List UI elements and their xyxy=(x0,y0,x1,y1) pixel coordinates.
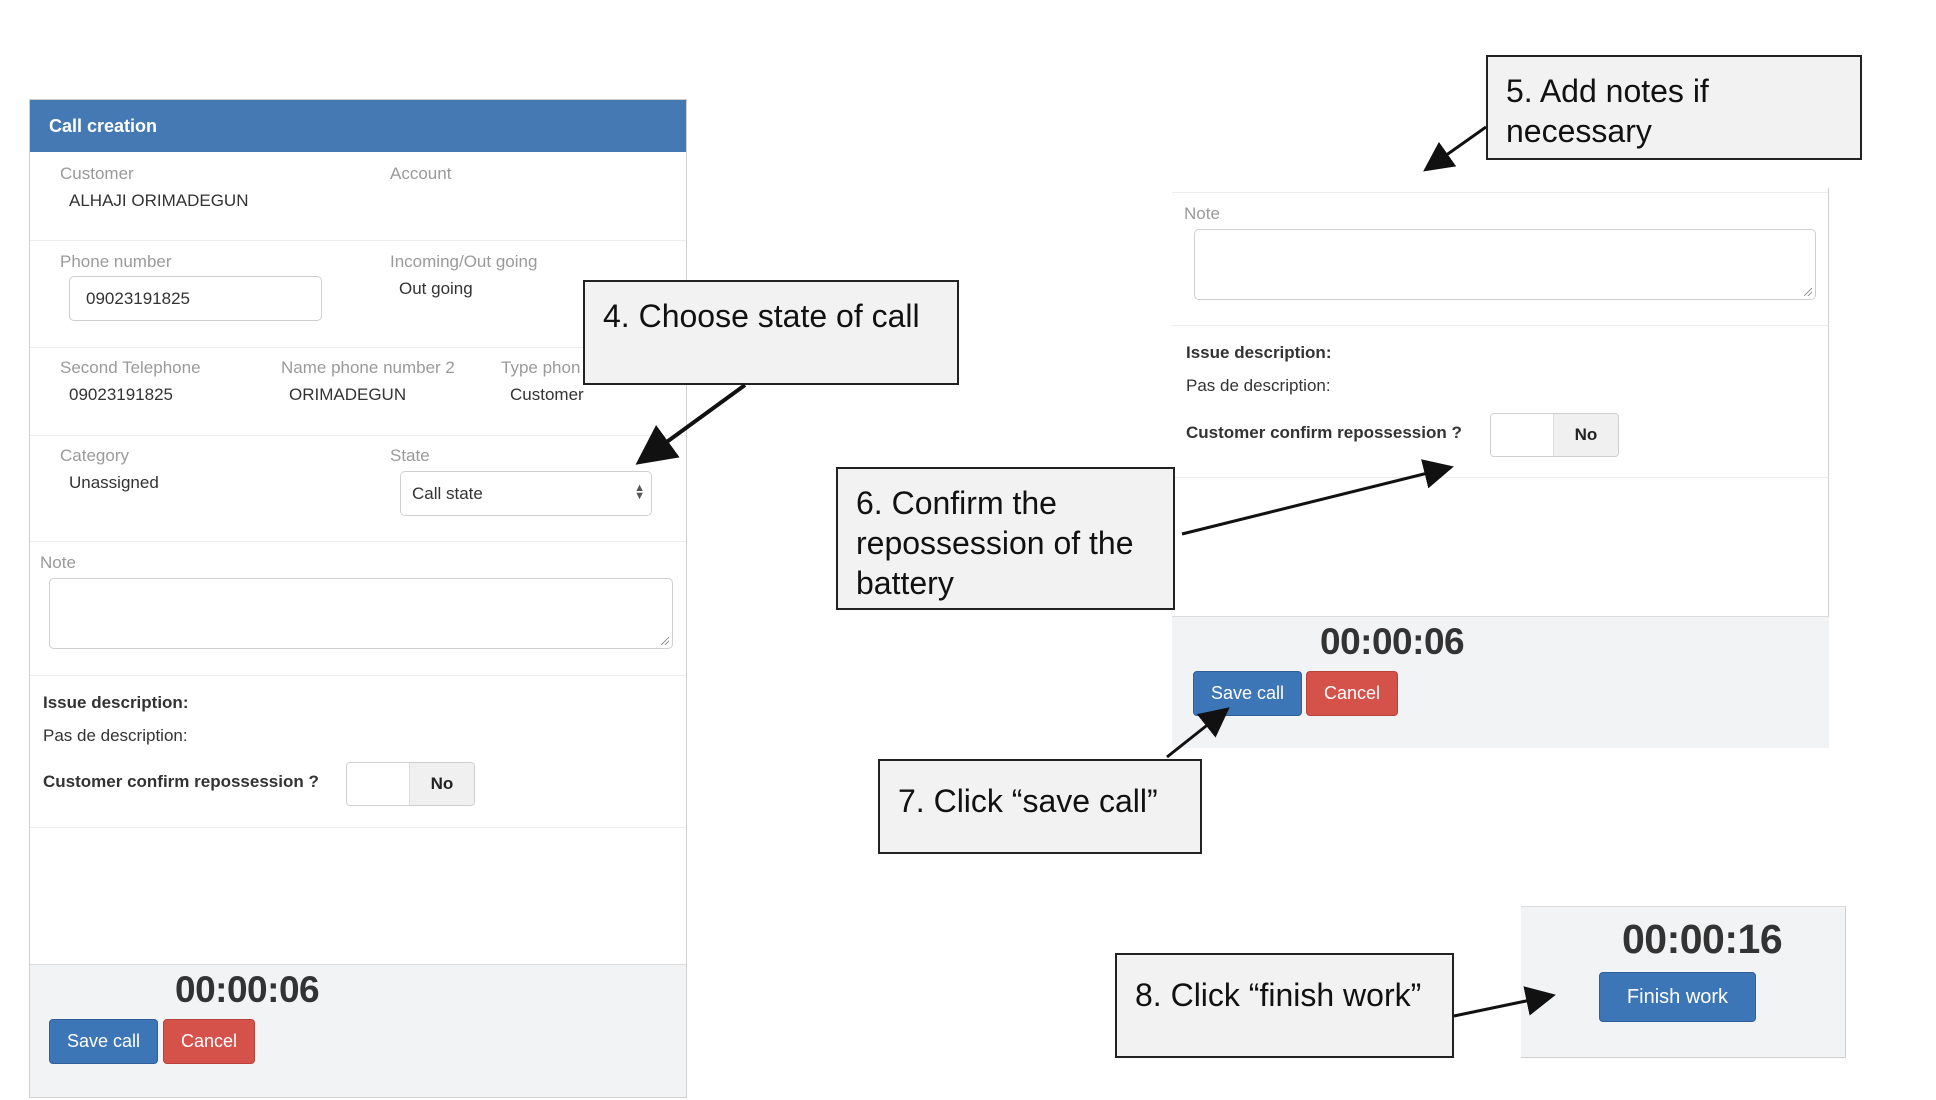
toggle-text: No xyxy=(410,763,474,805)
account-label: Account xyxy=(390,164,452,183)
type-phone-label: Type phon xyxy=(501,358,581,377)
divider xyxy=(30,240,686,241)
callout-step-6: 6. Confirm the repossession of the batte… xyxy=(836,467,1175,610)
divider xyxy=(30,347,686,348)
panel-footer: 00:00:06 Save call Cancel xyxy=(30,964,686,1097)
confirm-label: Customer confirm repossession ? xyxy=(43,772,319,791)
state-label: State xyxy=(390,446,430,465)
category-value: Unassigned xyxy=(69,473,159,492)
state-select[interactable]: Call state ▲▼ xyxy=(400,471,652,516)
resize-handle-icon[interactable] xyxy=(661,637,669,645)
finish-work-button[interactable]: Finish work xyxy=(1599,972,1756,1022)
divider xyxy=(1172,325,1829,326)
work-timer: 00:00:16 xyxy=(1622,916,1783,962)
divider xyxy=(30,541,686,542)
category-label: Category xyxy=(60,446,129,465)
callout-step-7: 7. Click “save call” xyxy=(878,759,1202,854)
issue-value: Pas de description: xyxy=(43,726,188,745)
divider xyxy=(30,435,686,436)
panel-header: Call creation xyxy=(30,100,686,152)
note-label: Note xyxy=(40,553,76,572)
note-textarea[interactable] xyxy=(49,578,673,649)
call-creation-panel: Call creation Customer ALHAJI ORIMADEGUN… xyxy=(29,99,687,1098)
phone-input[interactable]: 09023191825 xyxy=(69,276,322,321)
callout-step-8: 8. Click “finish work” xyxy=(1115,953,1454,1058)
divider xyxy=(1172,477,1829,478)
panel-right-border xyxy=(1828,188,1829,748)
save-call-button[interactable]: Save call xyxy=(1193,671,1302,716)
second-phone-value: 09023191825 xyxy=(69,385,174,404)
divider xyxy=(30,827,686,828)
toggle-text: No xyxy=(1554,414,1618,456)
name-phone2-label: Name phone number 2 xyxy=(281,358,455,377)
issue-label: Issue description: xyxy=(1186,343,1332,362)
divider xyxy=(30,675,686,676)
customer-label: Customer xyxy=(60,164,134,183)
callout-step-5: 5. Add notes if necessary xyxy=(1486,55,1862,160)
note-label: Note xyxy=(1184,204,1220,223)
direction-label: Incoming/Out going xyxy=(390,252,538,271)
callout-step-4: 4. Choose state of call xyxy=(583,280,959,385)
cancel-button[interactable]: Cancel xyxy=(163,1019,255,1064)
phone-label: Phone number xyxy=(60,252,172,271)
name-phone2-value: ORIMADEGUN xyxy=(289,385,407,404)
second-phone-label: Second Telephone xyxy=(60,358,201,377)
direction-value: Out going xyxy=(399,279,473,298)
issue-label: Issue description: xyxy=(43,693,189,712)
call-timer: 00:00:06 xyxy=(175,969,320,1010)
state-select-value: Call state xyxy=(412,483,483,503)
call-timer: 00:00:06 xyxy=(1320,621,1465,662)
finish-work-fragment: 00:00:16 Finish work xyxy=(1521,906,1846,1058)
issue-value: Pas de description: xyxy=(1186,376,1331,395)
panel-footer: 00:00:06 Save call Cancel xyxy=(1172,616,1829,748)
arrow-step-5 xyxy=(1423,125,1487,172)
save-call-button[interactable]: Save call xyxy=(49,1019,158,1064)
call-form-fragment: Note Issue description: Pas de descripti… xyxy=(1172,188,1829,748)
resize-handle-icon[interactable] xyxy=(1804,288,1812,296)
customer-value: ALHAJI ORIMADEGUN xyxy=(69,191,249,210)
note-textarea[interactable] xyxy=(1194,229,1816,300)
cancel-button[interactable]: Cancel xyxy=(1306,671,1398,716)
panel-top-edge xyxy=(1172,192,1828,193)
confirm-repossession-toggle[interactable]: No xyxy=(1490,413,1619,457)
select-arrows-icon: ▲▼ xyxy=(634,482,645,502)
confirm-repossession-toggle[interactable]: No xyxy=(346,762,475,806)
toggle-knob xyxy=(1491,414,1554,456)
confirm-label: Customer confirm repossession ? xyxy=(1186,423,1462,442)
toggle-knob xyxy=(347,763,410,805)
type-phone-value: Customer xyxy=(510,385,584,404)
